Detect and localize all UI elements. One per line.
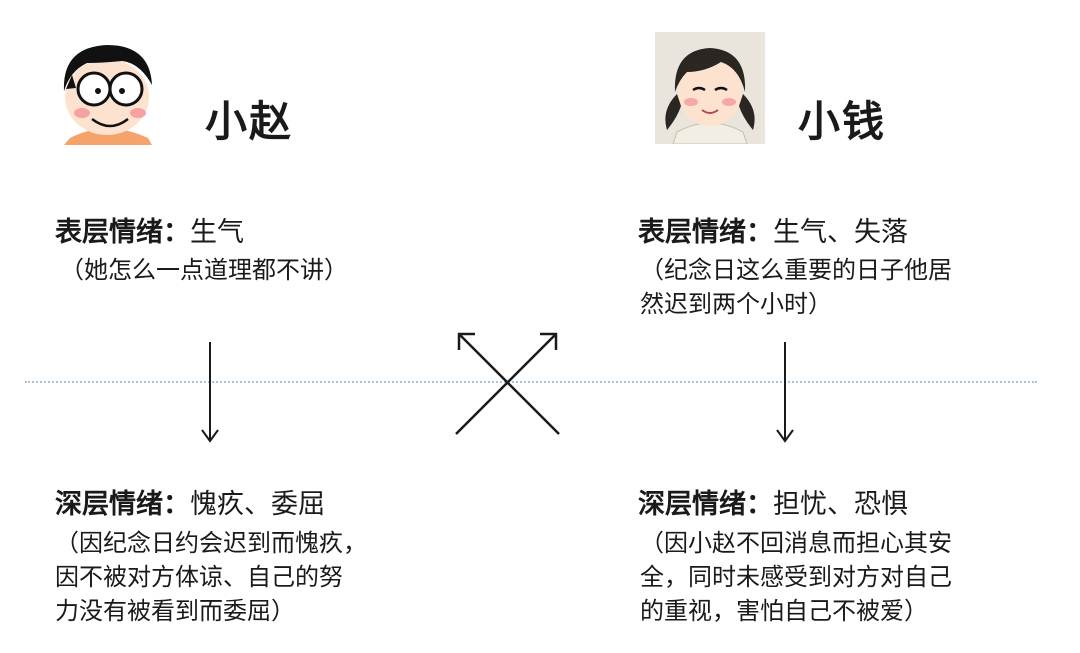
right-surface-note-line: 然迟到两个小时）	[640, 290, 832, 318]
right-deep-note: （因小赵不回消息而担心其安 全，同时未感受到对方对自己 的重视，害怕自己不被爱）	[640, 526, 952, 628]
left-surface-value: 生气	[190, 217, 244, 248]
left-deep-value: 愧疚、委屈	[190, 489, 325, 520]
left-deep-heading: 深层情绪：愧疚、委屈	[55, 482, 325, 521]
right-surface-value: 生气、失落	[773, 217, 908, 248]
left-deep-note-line: 力没有被看到而委屈）	[55, 597, 295, 625]
left-deep-label: 深层情绪：	[55, 489, 190, 520]
name-right: 小钱	[798, 97, 887, 146]
right-surface-heading: 表层情绪：生气、失落	[638, 210, 908, 249]
right-down-arrow-icon	[776, 342, 794, 443]
left-surface-heading: 表层情绪：生气	[55, 210, 244, 249]
left-surface-note: （她怎么一点道理都不讲）	[60, 253, 348, 287]
crossing-arrows-icon	[455, 332, 560, 435]
right-surface-label: 表层情绪：	[638, 217, 773, 248]
avatar-xiao-qian	[655, 32, 765, 144]
right-deep-value: 担忧、恐惧	[773, 489, 908, 520]
boy-cartoon-icon	[63, 45, 152, 145]
right-surface-note-line: （纪念日这么重要的日子他居	[640, 256, 952, 284]
right-deep-label: 深层情绪：	[638, 489, 773, 520]
left-down-arrow-icon	[201, 342, 219, 443]
right-surface-note: （纪念日这么重要的日子他居 然迟到两个小时）	[640, 253, 952, 321]
left-surface-label: 表层情绪：	[55, 217, 190, 248]
left-deep-note-line: 因不被对方体谅、自己的努	[55, 563, 343, 591]
avatar-xiao-zhao	[52, 33, 162, 145]
right-deep-note-line: 全，同时未感受到对方对自己	[640, 563, 952, 591]
right-deep-note-line: 的重视，害怕自己不被爱）	[640, 597, 928, 625]
surface-deep-divider	[25, 381, 1037, 383]
left-deep-note: （因纪念日约会迟到而愧疚， 因不被对方体谅、自己的努 力没有被看到而委屈）	[55, 526, 367, 628]
left-surface-note-line: （她怎么一点道理都不讲）	[60, 256, 348, 284]
right-deep-note-line: （因小赵不回消息而担心其安	[640, 529, 952, 557]
right-deep-heading: 深层情绪：担忧、恐惧	[638, 482, 908, 521]
girl-cartoon-icon	[655, 32, 765, 144]
name-left: 小赵	[205, 97, 294, 146]
left-deep-note-line: （因纪念日约会迟到而愧疚，	[55, 529, 367, 557]
